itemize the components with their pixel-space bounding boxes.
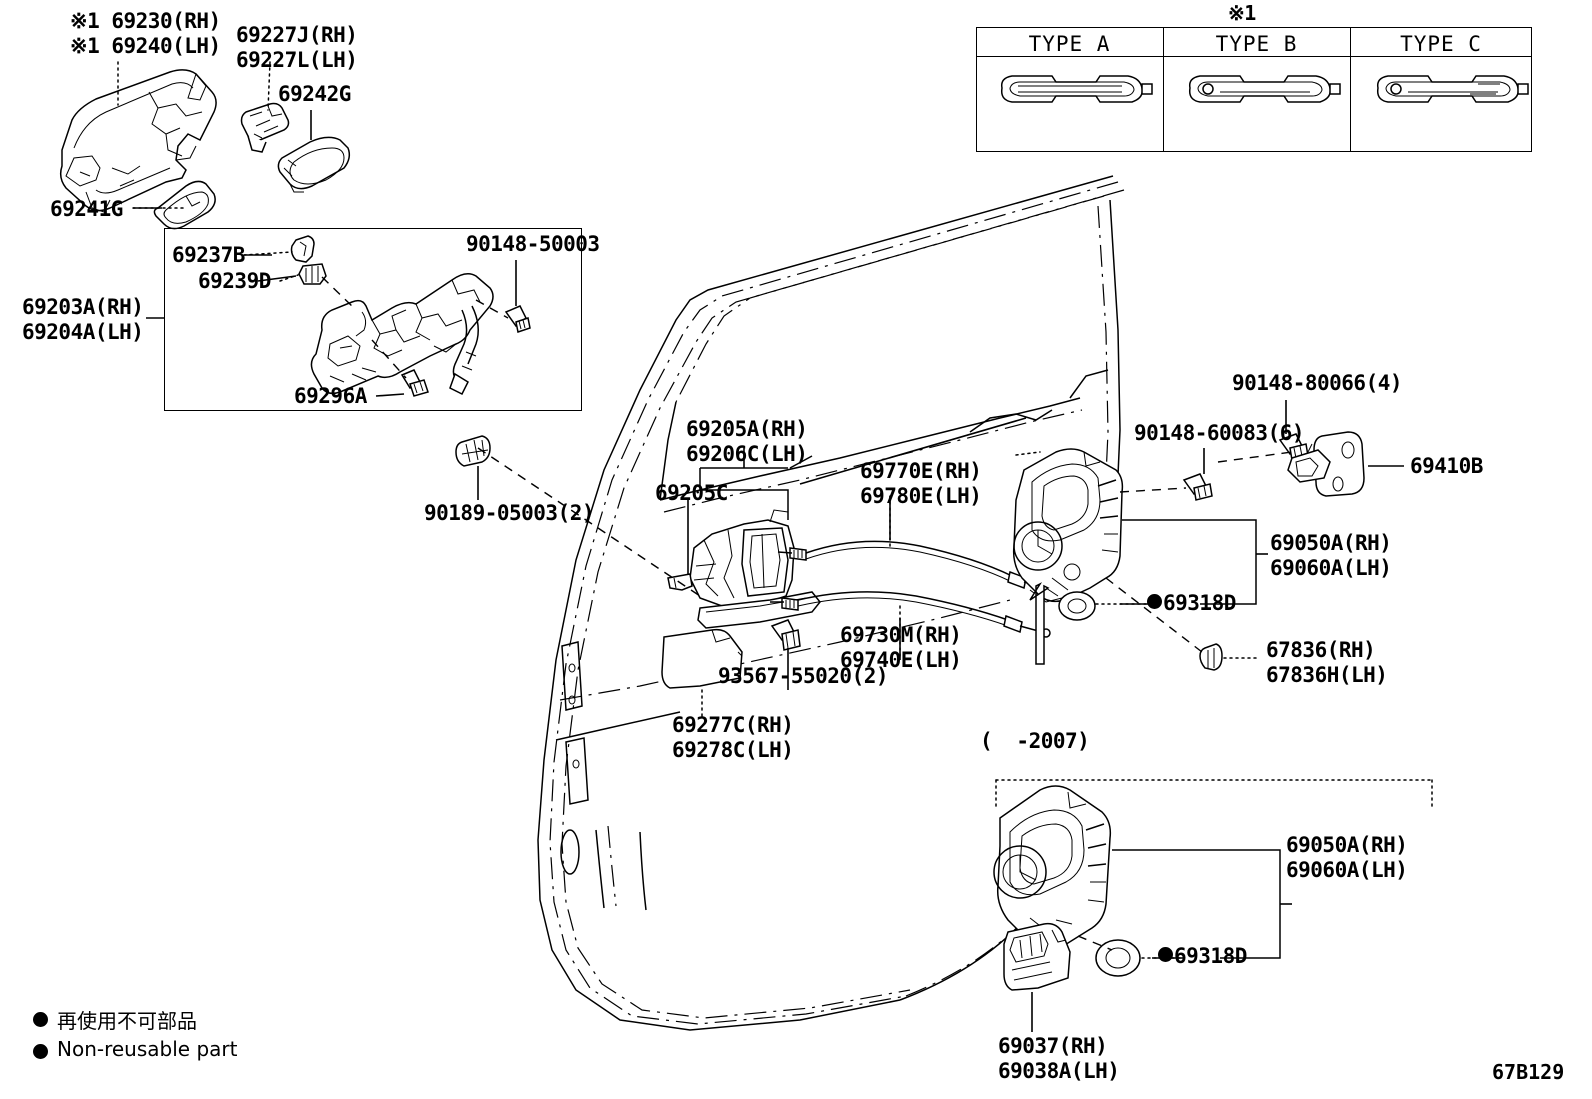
- label-69205a-rh: 69205A(RH): [686, 417, 808, 441]
- handle-cover-69241g-drawing: [153, 180, 216, 230]
- door-lock-assembly-lower-drawing: [993, 785, 1112, 951]
- label-69205c: 69205C: [655, 481, 728, 505]
- label-69050a-rh-lower: 69050A(RH): [1286, 833, 1408, 857]
- type-c-header: TYPE C: [1400, 32, 1482, 56]
- screw-90148-60083-drawing: [1182, 473, 1213, 501]
- callout-arrow: [1029, 582, 1050, 665]
- dash-striker: [1217, 451, 1293, 463]
- type-table-marker: ※1: [1228, 1, 1256, 25]
- label-69278c-lh: 69278C(LH): [672, 738, 794, 762]
- label-69318d-lower: 69318D: [1174, 944, 1247, 968]
- gasket-69318d-lower-drawing: [1095, 939, 1141, 977]
- label-69227l-lh: 69227L(LH): [236, 48, 358, 72]
- handle-cap-69227-drawing: [240, 102, 290, 153]
- label-69770e-rh: 69770E(RH): [860, 459, 982, 483]
- label-69240-lh: ※1 69240(LH): [70, 34, 221, 58]
- label-69227j-rh: 69227J(RH): [236, 23, 358, 47]
- label-69277c-rh: 69277C(RH): [672, 713, 794, 737]
- clip-90189-05003-drawing: [455, 435, 491, 467]
- label-69410b: 69410B: [1410, 454, 1483, 478]
- label-69241g: 69241G: [50, 197, 123, 221]
- door-panel-outline: [537, 175, 1125, 1031]
- label-69230-rh: ※1 69230(RH): [70, 9, 221, 33]
- dash-60083: [1119, 487, 1187, 493]
- control-cable-69770e-drawing: [777, 540, 1055, 594]
- label-69237b: 69237B: [172, 243, 245, 267]
- non-reusable-bullet-69318d-lower: [1158, 947, 1173, 962]
- label-69038a-lh: 69038A(LH): [998, 1059, 1120, 1083]
- bracket-69050a-lower: [1112, 849, 1281, 959]
- label-69239d: 69239D: [198, 269, 271, 293]
- inside-handle-drawing: [689, 509, 821, 629]
- label-69318d-upper: 69318D: [1163, 591, 1236, 615]
- door-lock-assembly-upper-drawing: [1012, 448, 1124, 603]
- clip-67836-drawing: [1199, 643, 1223, 671]
- label-69060a-lh: 69060A(LH): [1270, 556, 1392, 580]
- non-reusable-bullet-69318d-upper: [1147, 594, 1162, 609]
- label-69730m-rh: 69730M(RH): [840, 623, 962, 647]
- label-69296a: 69296A: [294, 384, 367, 408]
- clip-69205c-drawing: [667, 573, 693, 591]
- label-69060a-lh-lower: 69060A(LH): [1286, 858, 1408, 882]
- legend-japanese: 再使用不可部品: [57, 1009, 197, 1033]
- figure-code: 67B129: [1492, 1060, 1565, 1084]
- type-table-divider-2: [1350, 27, 1351, 152]
- label-90148-50003: 90148-50003: [466, 232, 600, 256]
- legend-bullet-japanese: [33, 1012, 48, 1027]
- gasket-69318d-upper-drawing: [1058, 591, 1096, 621]
- label-69037-rh: 69037(RH): [998, 1034, 1108, 1058]
- type-table-header-rule: [976, 56, 1532, 57]
- label-69780e-lh: 69780E(LH): [860, 484, 982, 508]
- label-69242g: 69242G: [278, 82, 351, 106]
- actuator-69037-drawing: [1003, 922, 1071, 991]
- screw-93567-55020-drawing: [770, 619, 801, 651]
- label-93567-55020: 93567-55020(2): [718, 664, 889, 688]
- outer-door-handle-drawing: [59, 69, 217, 213]
- label-67836-rh: 67836(RH): [1266, 638, 1376, 662]
- type-b-header: TYPE B: [1215, 32, 1298, 56]
- label-69204a-lh: 69204A(LH): [22, 320, 144, 344]
- label-69206c-lh: 69206C(LH): [686, 442, 808, 466]
- label-year-note-2007: ( -2007): [980, 729, 1090, 753]
- type-table-divider-1: [1163, 27, 1164, 152]
- label-69050a-rh: 69050A(RH): [1270, 531, 1392, 555]
- type-a-header: TYPE A: [1028, 32, 1111, 56]
- type-table: [976, 27, 1532, 152]
- label-67836h-lh: 67836H(LH): [1266, 663, 1388, 687]
- label-90148-60083: 90148-60083(6): [1134, 421, 1305, 445]
- label-90189-05003: 90189-05003(2): [424, 501, 595, 525]
- handle-frame-detail-box: [164, 228, 582, 411]
- legend-english: Non-reusable part: [57, 1037, 238, 1061]
- legend-bullet-english: [33, 1044, 48, 1059]
- label-69203a-rh: 69203A(RH): [22, 295, 144, 319]
- label-69740e-lh: 69740E(LH): [840, 648, 962, 672]
- handle-cover-69242g-drawing: [277, 136, 351, 193]
- label-90148-80066: 90148-80066(4): [1232, 371, 1403, 395]
